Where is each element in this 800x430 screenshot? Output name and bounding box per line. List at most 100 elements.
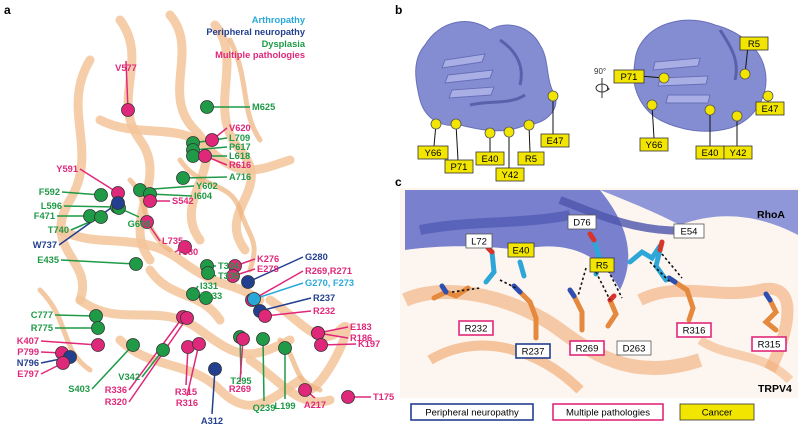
leader-line-r269	[239, 338, 244, 383]
leader-line-a716	[182, 176, 228, 179]
mutation-label-r237: R237	[313, 293, 335, 303]
panel-c-box-r315-text: R315	[758, 340, 781, 351]
mutation-label-a312: A312	[201, 416, 223, 426]
leader-line-v577	[125, 60, 129, 111]
rotation-icon: 90°	[594, 67, 610, 98]
mutation-label-e435: E435	[37, 255, 59, 265]
mutation-label-r186: R186	[350, 333, 372, 343]
panel-c-legend-multiple-pathologies-text: Multiple pathologies	[566, 408, 650, 419]
panel-c-legend-cancer: Cancer	[679, 403, 755, 421]
mutation-label-r775: R775	[31, 323, 53, 333]
mutation-sphere-t175	[341, 390, 355, 404]
legend-arthropathy: Arthropathy	[252, 15, 306, 25]
mutation-label-s403: S403	[68, 384, 90, 394]
mutation-label-i604: I604	[194, 191, 213, 201]
mutation-label-w737: W737	[33, 240, 57, 250]
panel-b-left-y42-bead	[503, 126, 515, 138]
panel-b-left-e47-box: E47	[540, 133, 570, 148]
panel-c-legend: Peripheral neuropathy Multiple pathologie…	[410, 403, 755, 421]
panel-b-right-y66-box-text: Y66	[646, 140, 663, 151]
panel-c-box-r237-text: R237	[522, 347, 545, 358]
mutation-label-g270-f273: G270, F273	[305, 278, 354, 288]
panel-c-box-r237: R237	[515, 343, 551, 359]
leader-line-q239	[262, 338, 265, 402]
mutation-label-e278: E278	[257, 264, 279, 274]
mutation-label-y591: Y591	[56, 164, 78, 174]
panel-b-right-e47-box-text: E47	[762, 104, 779, 115]
mutation-label-p617: P617	[229, 142, 251, 152]
panel-c-box-e40: E40	[507, 242, 535, 258]
mutation-label-i331: I331	[200, 281, 218, 291]
panel-b-letter: b	[395, 3, 402, 17]
mutation-sphere-t380	[178, 240, 192, 254]
mutation-sphere-r616	[198, 149, 212, 163]
leader-line-s403	[91, 344, 134, 390]
panel-b-right-e40-box-text: E40	[702, 148, 719, 159]
panel-c-box-r316-text: R316	[683, 326, 706, 337]
mutation-sphere-e278	[226, 269, 240, 283]
panel-b-right-e47-bead	[762, 90, 774, 102]
leader-line-g280	[247, 256, 304, 283]
leader-line-r237	[259, 297, 312, 312]
panel-c-box-d76: D76	[567, 214, 597, 230]
mutation-sphere-l618	[186, 149, 200, 163]
panel-c-box-d263-text: D263	[623, 344, 646, 355]
mutation-sphere-r186	[311, 326, 325, 340]
mutation-sphere-l735	[140, 215, 154, 229]
panel-b-right-r5-box: R5	[739, 36, 769, 51]
mutation-label-l596: L596	[41, 201, 62, 211]
panel-c-box-l72-text: L72	[471, 237, 487, 248]
panel-c-legend-peripheral-neuropathy: Peripheral neuropathy	[410, 403, 534, 421]
mutation-label-g600: G600	[128, 219, 151, 229]
mutation-sphere-k197	[314, 338, 328, 352]
mutation-sphere-r316	[192, 337, 206, 351]
panel-c-box-e40-text: E40	[513, 246, 530, 257]
leader-line-r316	[186, 343, 200, 397]
mutation-sphere-a217	[298, 383, 312, 397]
panel-c-box-r316: R316	[676, 322, 712, 338]
rhoa-label: RhoA	[757, 209, 785, 221]
mutation-label-a716: A716	[229, 172, 251, 182]
panel-b-right-p71-box-text: P71	[621, 72, 638, 83]
leader-line-r320	[128, 317, 188, 403]
mutation-label-l735: L735	[162, 236, 183, 246]
panel-b-right-e40-bead	[704, 104, 716, 116]
mutation-sphere-v342	[156, 343, 170, 357]
rhoa-structure-left	[415, 21, 557, 132]
panel-b-right-y66-box: Y66	[639, 137, 669, 152]
mutation-label-t175: T175	[373, 392, 394, 402]
mutation-spheres	[55, 100, 355, 404]
mutation-sphere-r320	[180, 311, 194, 325]
panel-b-left-p71-box: P71	[444, 159, 474, 174]
mutation-label-r269-r271: R269,R271	[305, 266, 352, 276]
panel-c-box-r5-text: R5	[596, 261, 608, 272]
panel-c-box-r5: R5	[589, 257, 615, 273]
panel-b-left-r5-box: R5	[517, 151, 545, 166]
panel-c-box-d76-text: D76	[573, 218, 590, 229]
mutation-sphere-q239	[256, 332, 270, 346]
mutation-sphere-l199	[278, 341, 292, 355]
panel-c-box-r269: R269	[569, 340, 605, 356]
panel-c: c	[395, 175, 798, 421]
panel-c-box-r269-text: R269	[576, 344, 599, 355]
mutation-label-t335: T335	[218, 271, 239, 281]
mutation-label-v342: V342	[118, 372, 140, 382]
mutation-label-v577: V577	[115, 63, 137, 73]
panel-b-right-p71-bead	[658, 72, 670, 84]
panel-b-left-y42-box-text: Y42	[502, 170, 519, 181]
leader-line-l596	[63, 205, 118, 208]
rotation-angle: 90°	[594, 67, 606, 76]
leader-line-w737	[58, 202, 119, 246]
mutation-sphere-s542	[143, 194, 157, 208]
mutation-sphere-r232	[258, 309, 272, 323]
mutation-label-r616: R616	[229, 160, 251, 170]
panel-c-legend-peripheral-neuropathy-text: Peripheral neuropathy	[425, 408, 519, 419]
panel-c-box-d263: D263	[616, 340, 652, 356]
mutation-label-r336: R336	[105, 385, 127, 395]
panel-b-left-y42-box: Y42	[495, 167, 525, 182]
panel-b-left-p71-bead	[450, 118, 462, 130]
panel-b-left-r5-bead	[523, 119, 535, 131]
